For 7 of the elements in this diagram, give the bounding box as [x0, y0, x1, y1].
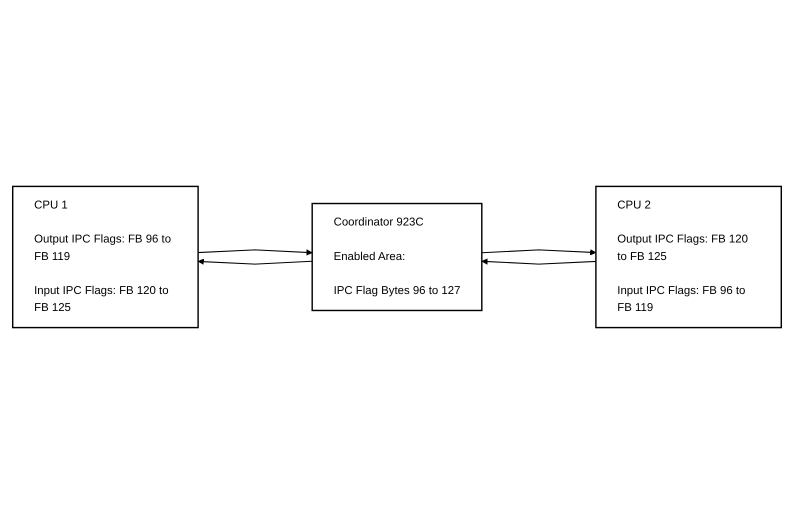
node-box: CPU 1 Output IPC Flags: FB 96 to FB 119 Input IPC Flags: FB 120 to FB 125	[12, 185, 199, 328]
arrow	[482, 258, 596, 264]
node-box: CPU 2 Output IPC Flags: FB 120 to FB 125 Input IPC Flags: FB 96 to FB 119	[595, 185, 782, 328]
node-box: Coordinator 923C Enabled Area: IPC Flag Bytes 96 to 127	[311, 202, 483, 311]
arrow	[482, 248, 596, 255]
arrow	[198, 248, 312, 256]
arrow	[198, 258, 312, 264]
